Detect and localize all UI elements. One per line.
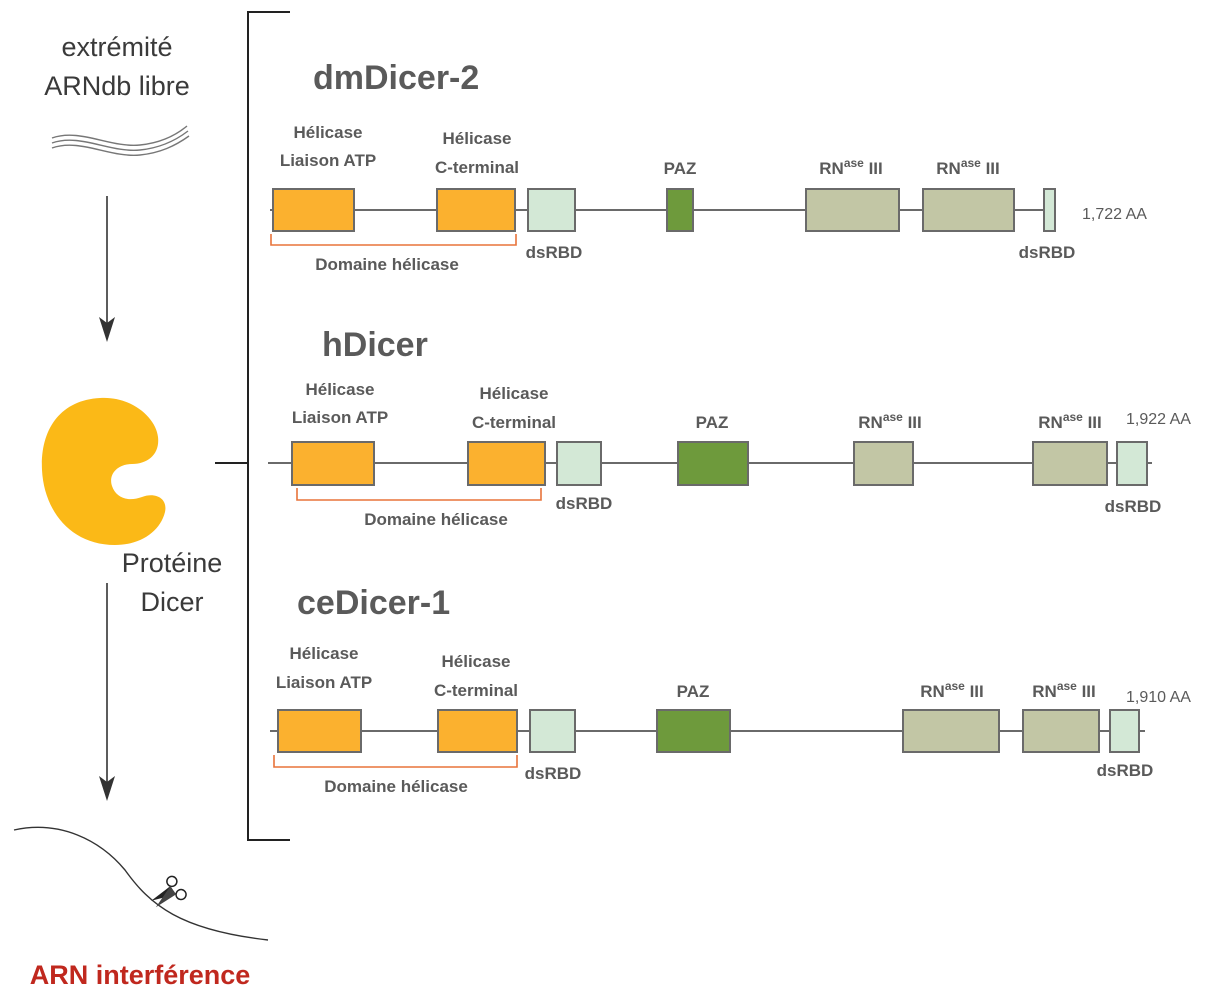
protein-length: 1,910 AA (1126, 689, 1191, 706)
helicase-atp-domain (291, 441, 375, 486)
helicase-domain-bracket (273, 755, 518, 768)
rna-interference-label: ARN interférence (30, 960, 251, 990)
dsrbd-label-c-term: dsRBD (1019, 243, 1076, 262)
helicase-cterm-label-line2: C-terminal (435, 158, 519, 177)
paz-label: PAZ (677, 682, 710, 701)
protein-length: 1,922 AA (1126, 411, 1191, 428)
paz-domain (677, 441, 749, 486)
helicase-cterm-label-line1: Hélicase (442, 652, 511, 671)
helicase-cterm-label-line2: C-terminal (472, 413, 556, 432)
protein-cedicer1: ceDicer-1 Hélicase Liaison ATP Hélicase … (270, 584, 1191, 796)
helicase-domain-bracket (296, 488, 542, 501)
rnase-iii-domain-a (805, 188, 900, 232)
helicase-atp-label-line1: Hélicase (294, 123, 363, 142)
rnase-iii-label-a: RNase III (858, 410, 922, 432)
protein-title: hDicer (322, 326, 428, 364)
arrow-down-1 (99, 196, 115, 342)
dsrbd-domain (529, 709, 576, 753)
helicase-atp-label-line1: Hélicase (306, 380, 375, 399)
rnase-iii-label-b: RNase III (1032, 679, 1096, 701)
arrow-down-2 (99, 583, 115, 801)
helicase-domain-label: Domaine hélicase (315, 255, 459, 274)
helicase-cterm-label-line1: Hélicase (480, 384, 549, 403)
rnase-iii-domain-b (1022, 709, 1100, 753)
helicase-atp-domain (277, 709, 362, 753)
dsrbd-label-c-term: dsRBD (1105, 497, 1162, 516)
protein-label-line2: Dicer (140, 587, 203, 617)
helicase-atp-label-line2: Liaison ATP (280, 151, 376, 170)
paz-label: PAZ (664, 159, 697, 178)
rnase-iii-label-b: RNase III (1038, 410, 1102, 432)
dsrbd-domain-c-term (1116, 441, 1148, 486)
dsrbd-domain-c-term (1043, 188, 1056, 232)
helicase-cterm-domain (436, 188, 516, 232)
dsrbd-domain (556, 441, 602, 486)
helicase-cterm-label-line1: Hélicase (443, 129, 512, 148)
helicase-domain-label: Domaine hélicase (324, 777, 468, 796)
dsrna-end-label-line2: ARNdb libre (44, 71, 190, 101)
scissors-icon (151, 875, 187, 908)
bracket (215, 11, 290, 841)
helicase-domain-label: Domaine hélicase (364, 510, 508, 529)
rnase-iii-label-b: RNase III (936, 156, 1000, 178)
rnase-iii-domain-a (853, 441, 914, 486)
rnase-iii-domain-a (902, 709, 1000, 753)
helicase-atp-domain (272, 188, 355, 232)
protein-title: dmDicer-2 (313, 59, 479, 97)
protein-hdicer: hDicer Hélicase Liaison ATP Hélicase C-t… (268, 326, 1191, 529)
helicase-atp-label-line2: Liaison ATP (276, 673, 372, 692)
rnase-iii-label-a: RNase III (920, 679, 984, 701)
helicase-cterm-domain (437, 709, 518, 753)
dicer-protein-icon (41, 397, 166, 545)
paz-domain (666, 188, 694, 232)
rnase-iii-domain-b (922, 188, 1015, 232)
protein-title: ceDicer-1 (297, 584, 450, 622)
paz-domain (656, 709, 731, 753)
protein-label-line1: Protéine (122, 548, 223, 578)
dsrbd-label: dsRBD (556, 494, 613, 513)
dsrna-end-label-line1: extrémité (61, 32, 172, 62)
dsrbd-label: dsRBD (525, 764, 582, 783)
rnase-iii-domain-b (1032, 441, 1108, 486)
rnase-iii-label-a: RNase III (819, 156, 883, 178)
helicase-domain-bracket (270, 234, 517, 246)
dsrbd-domain (527, 188, 576, 232)
helicase-atp-label-line1: Hélicase (290, 644, 359, 663)
dsrbd-label: dsRBD (526, 243, 583, 262)
helicase-cterm-label-line2: C-terminal (434, 681, 518, 700)
protein-dmdicer2: dmDicer-2 Hélicase Liaison ATP Hélicase … (270, 59, 1147, 274)
helicase-cterm-domain (467, 441, 546, 486)
helicase-atp-label-line2: Liaison ATP (292, 408, 388, 427)
dsrbd-domain-c-term (1109, 709, 1140, 753)
rna-strand-icon (13, 826, 269, 941)
dsrbd-label-c-term: dsRBD (1097, 761, 1154, 780)
dsrna-wavy-icon (51, 125, 190, 156)
paz-label: PAZ (696, 413, 729, 432)
protein-length: 1,722 AA (1082, 206, 1147, 223)
